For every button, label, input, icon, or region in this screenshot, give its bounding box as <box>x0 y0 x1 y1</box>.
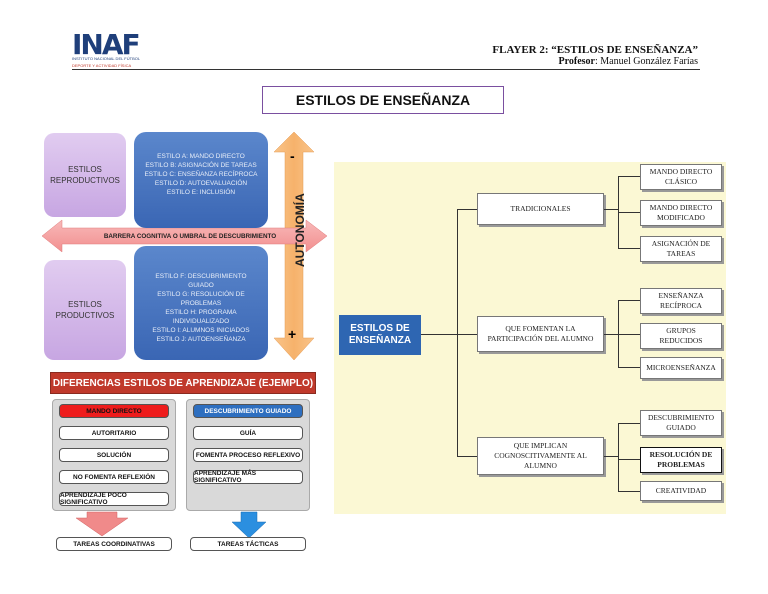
connector <box>457 334 477 335</box>
style-item: ESTILO B: ASIGNACIÓN DE TAREAS <box>145 162 257 169</box>
minus-sign: - <box>290 148 295 164</box>
connector <box>457 456 477 457</box>
productive-styles-list: ESTILO F: DESCUBRIMIENTO GUIADO ESTILO G… <box>134 246 268 360</box>
connector <box>618 423 619 491</box>
tareas-coordinativas: TAREAS COORDINATIVAS <box>56 537 172 551</box>
leaf-asignacion-tareas: ASIGNACIÓN DE TAREAS <box>640 236 722 262</box>
inaf-logo: INAF <box>72 28 141 61</box>
style-item: ESTILO C: ENSEÑANZA RECÍPROCA <box>144 171 258 178</box>
style-item: ESTILO F: DESCUBRIMIENTO GUIADO <box>155 273 247 289</box>
document-title: FLAYER 2: “ESTILOS DE ENSEÑANZA” <box>492 44 698 56</box>
leaf-mando-directo-clasico: MANDO DIRECTO CLÁSICO <box>640 164 722 190</box>
difference-item: FOMENTA PROCESO REFLEXIVO <box>193 448 303 462</box>
style-item: ESTILO I: ALUMNOS INICIADOS <box>152 327 250 334</box>
category-tradicionales: TRADICIONALES <box>477 193 604 225</box>
connector <box>618 212 640 213</box>
leaf-grupos-reducidos: GRUPOS REDUCIDOS <box>640 323 722 349</box>
leaf-microensenanza: MICROENSEÑANZA <box>640 357 722 379</box>
mando-directo-panel: MANDO DIRECTO AUTORITARIO SOLUCIÓN NO FO… <box>52 399 176 511</box>
style-item: ESTILO D: AUTOEVALUACIÓN <box>154 180 248 187</box>
leaf-resolucion-problemas: RESOLUCIÓN DE PROBLEMAS <box>640 447 722 473</box>
style-item: ESTILO E: INCLUSIÓN <box>166 189 236 196</box>
difference-item: AUTORITARIO <box>59 426 169 440</box>
category-cognoscitivo: QUE IMPLICAN COGNOSCITIVAMENTE AL ALUMNO <box>477 437 604 475</box>
professor-label: Profesor <box>558 56 595 67</box>
style-item: ESTILO A: MANDO DIRECTO <box>157 153 245 160</box>
main-title: ESTILOS DE ENSEÑANZA <box>262 86 504 114</box>
leaf-ensenanza-reciproca: ENSEÑANZA RECÍPROCA <box>640 288 722 314</box>
tareas-tacticas: TAREAS TÁCTICAS <box>190 537 306 551</box>
leaf-creatividad: CREATIVIDAD <box>640 481 722 501</box>
professor-name: : Manuel González Farías <box>594 56 698 67</box>
connector <box>457 209 477 210</box>
leaf-descubrimiento-guiado: DESCUBRIMIENTO GUIADO <box>640 410 722 436</box>
connector <box>618 300 640 301</box>
connector <box>604 209 618 210</box>
connector <box>618 423 640 424</box>
blue-down-arrow <box>231 511 267 539</box>
header-divider <box>72 69 700 70</box>
style-item: ESTILO H: PROGRAMA INDIVIDUALIZADO <box>165 309 237 325</box>
mando-directo-header: MANDO DIRECTO <box>59 404 169 418</box>
professor-line: Profesor: Manuel González Farías <box>559 56 699 67</box>
logo-subtitle: INSTITUTO NACIONAL DEL FÚTBOL <box>72 56 141 61</box>
connector <box>604 334 618 335</box>
connector <box>618 334 640 335</box>
plus-sign: + <box>288 326 297 342</box>
differences-title: DIFERENCIAS ESTILOS DE APRENDIZAJE (EJEM… <box>50 372 316 394</box>
connector <box>457 209 458 457</box>
barrier-arrow <box>41 219 328 253</box>
difference-item: NO FOMENTA REFLEXIÓN <box>59 470 169 484</box>
barrier-label: BARRERA COGNITIVA O UMBRAL DE DESCUBRIMI… <box>103 233 277 240</box>
connector <box>618 248 640 249</box>
autonomy-label: AUTONOMÍA <box>293 193 307 267</box>
productive-styles-box: ESTILOS PRODUCTIVOS <box>44 260 126 360</box>
reproductive-styles-list: ESTILO A: MANDO DIRECTO ESTILO B: ASIGNA… <box>134 132 268 228</box>
red-down-arrow <box>75 511 129 537</box>
connector <box>604 456 618 457</box>
center-node: ESTILOS DE ENSEÑANZA <box>339 315 421 355</box>
reproductive-styles-box: ESTILOS REPRODUCTIVOS <box>44 133 126 217</box>
category-participacion: QUE FOMENTAN LA PARTICIPACIÓN DEL ALUMNO <box>477 316 604 352</box>
difference-item: APRENDIZAJE MÁS SIGNIFICATIVO <box>193 470 303 484</box>
connector <box>618 176 640 177</box>
connector <box>421 334 457 335</box>
connector <box>618 459 640 460</box>
result-arrows <box>75 511 267 539</box>
connector <box>618 367 640 368</box>
connector <box>618 300 619 367</box>
style-item: ESTILO J: AUTOENSEÑANZA <box>156 336 246 343</box>
leaf-mando-directo-modificado: MANDO DIRECTO MODIFICADO <box>640 200 722 226</box>
difference-item: APRENDIZAJE POCO SIGNIFICATIVO <box>59 492 169 506</box>
difference-item: SOLUCIÓN <box>59 448 169 462</box>
left-diagram-shapes <box>41 131 328 361</box>
descubrimiento-guiado-panel: DESCUBRIMIENTO GUIADO GUÍA FOMENTA PROCE… <box>186 399 310 511</box>
difference-item: GUÍA <box>193 426 303 440</box>
descubrimiento-header: DESCUBRIMIENTO GUIADO <box>193 404 303 418</box>
connector <box>618 491 640 492</box>
autonomy-arrow <box>273 131 315 361</box>
style-item: ESTILO G: RESOLUCIÓN DE PROBLEMAS <box>157 291 245 307</box>
logo-subtitle-2: DEPORTE Y ACTIVIDAD FÍSICA <box>72 63 132 68</box>
